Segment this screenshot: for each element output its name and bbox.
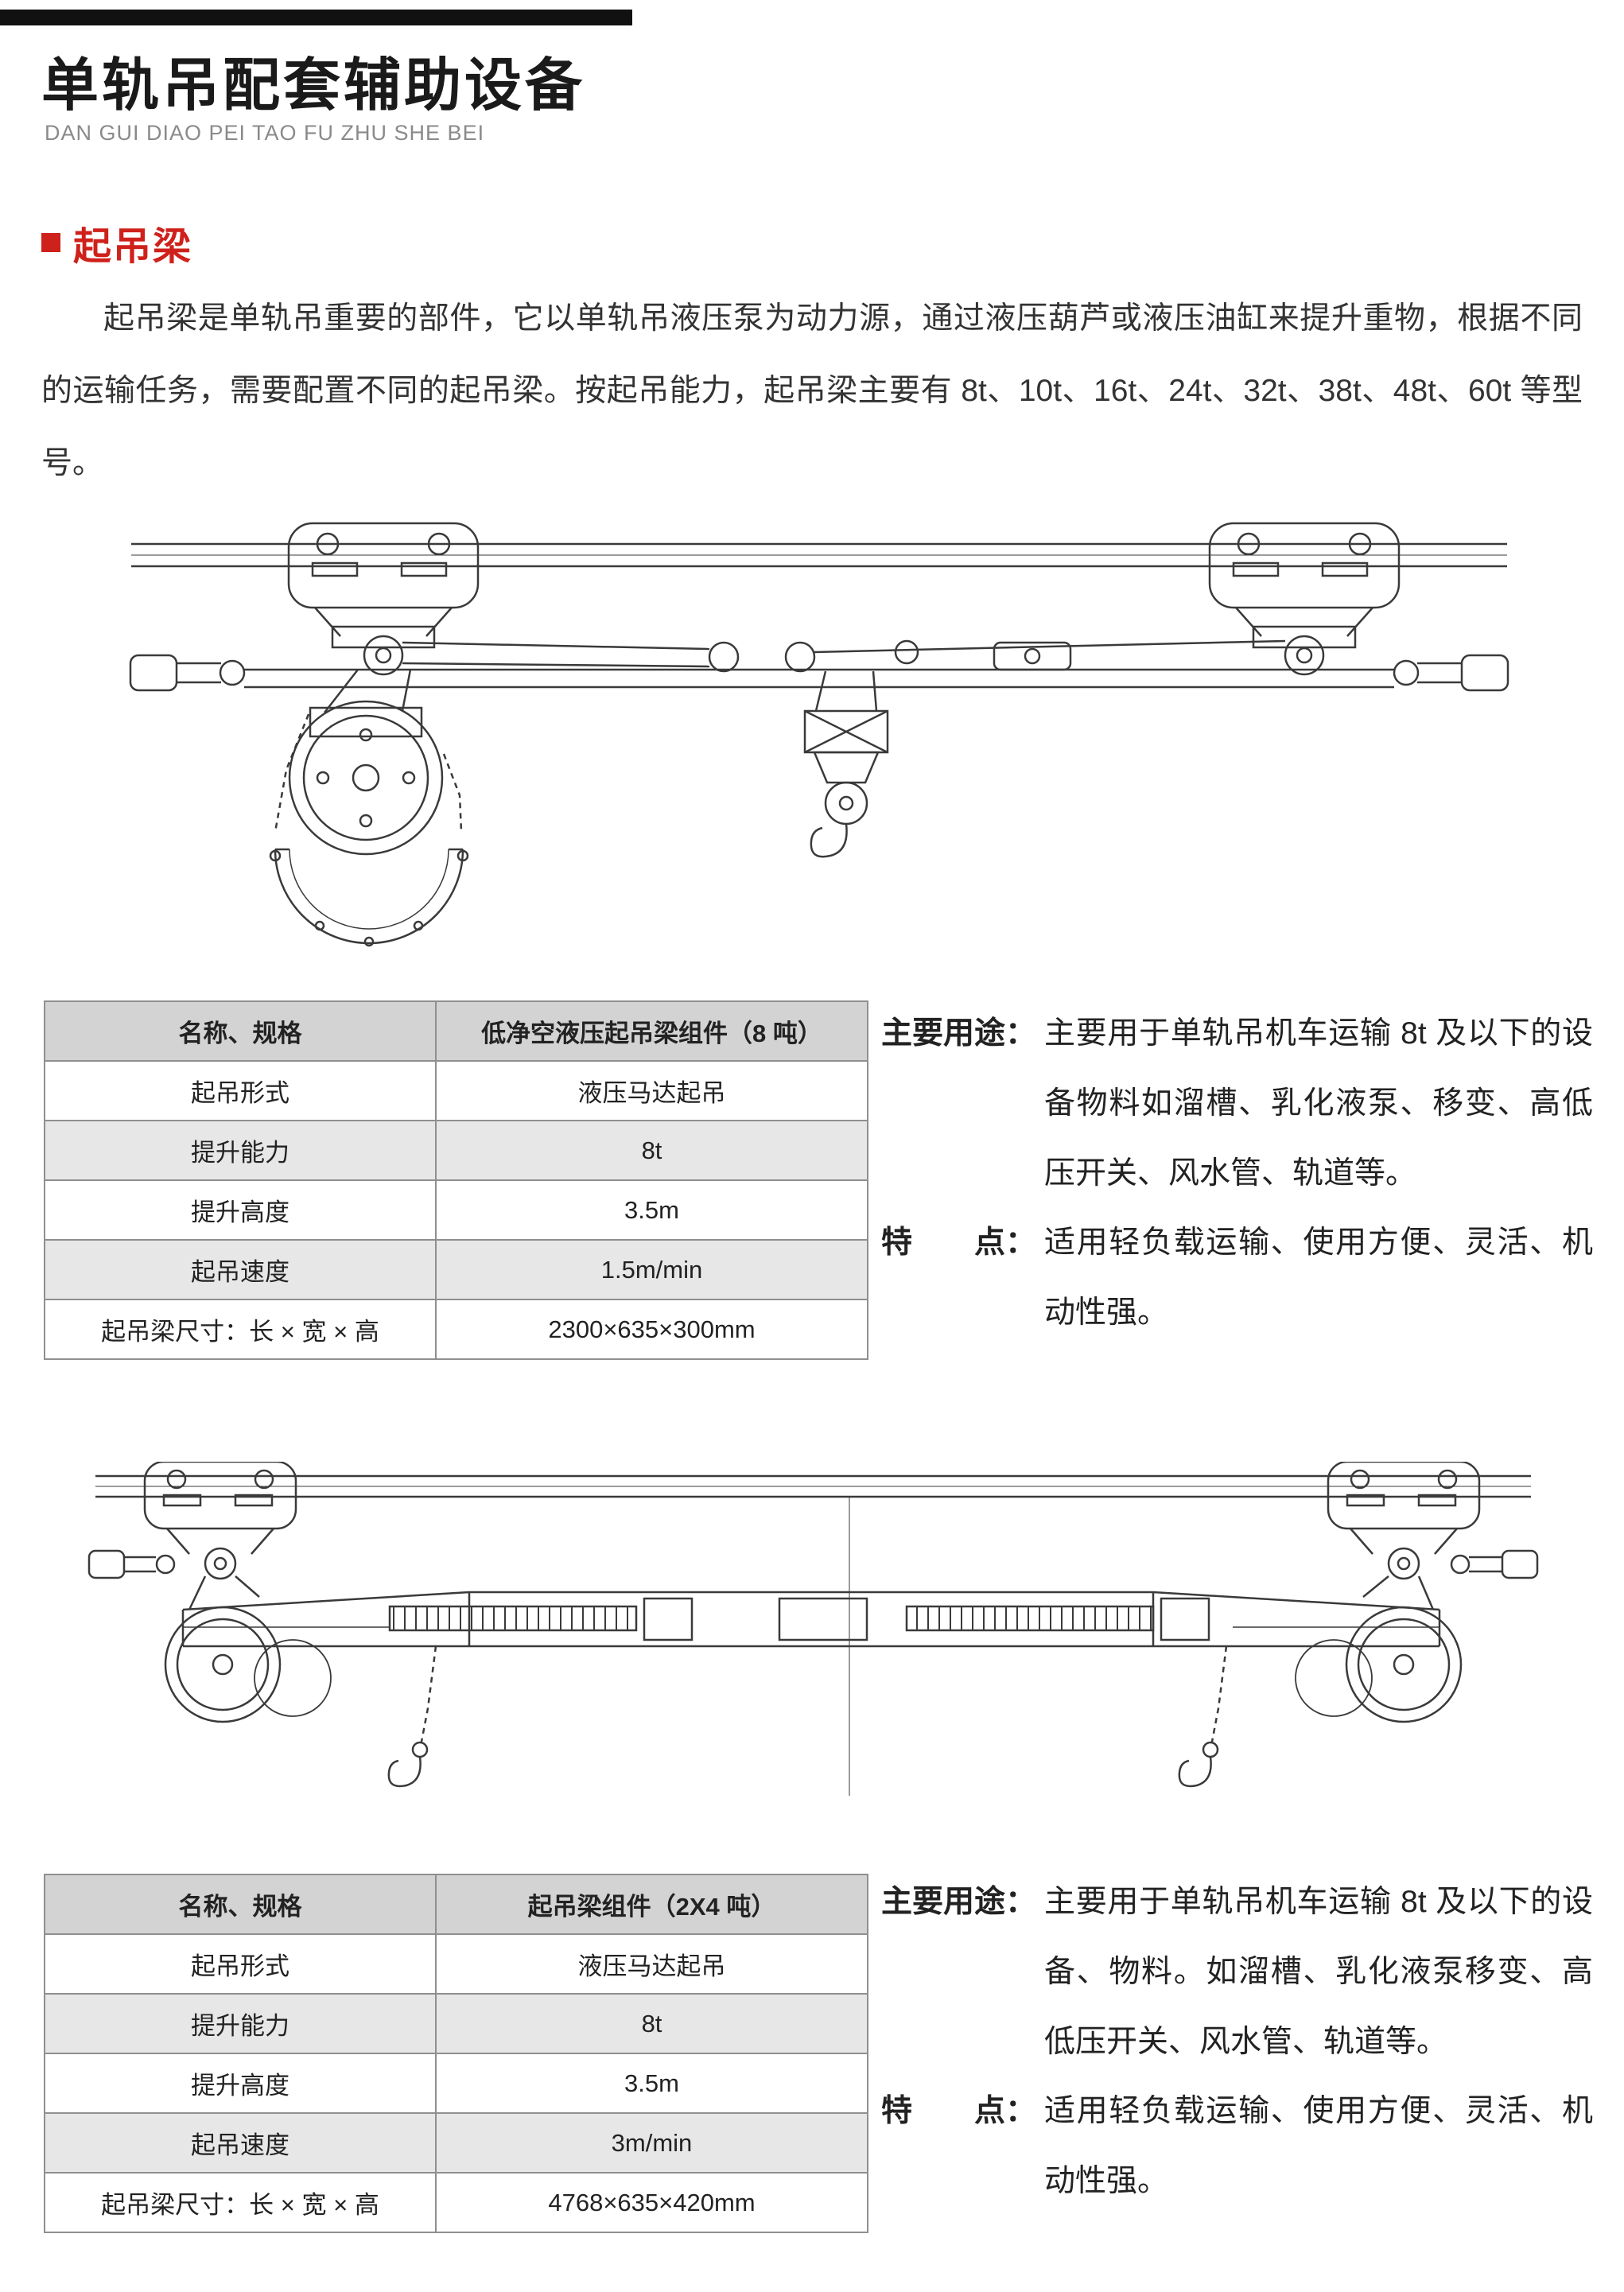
feature-label: 特 点： <box>881 1226 1037 1261</box>
section-heading: 起吊梁 <box>41 215 192 270</box>
table-header-name: 名称、规格 <box>44 1000 437 1062</box>
row-label: 提升高度 <box>44 1179 437 1241</box>
row-label: 起吊形式 <box>44 1933 437 1995</box>
section-heading-text: 起吊梁 <box>73 226 193 268</box>
row-label: 提升能力 <box>44 1993 437 2054</box>
feature-row: 特 点： 适用轻负载运输、使用方便、灵活、机动性强。 <box>881 2076 1593 2216</box>
row-value: 4768×635×420mm <box>435 2172 868 2233</box>
table-header-model: 低净空液压起吊梁组件（8 吨） <box>435 1000 868 1062</box>
telescopic-beam <box>183 1576 1439 1646</box>
right-hoist-drum <box>1296 1607 1461 1722</box>
table-header-name: 名称、规格 <box>44 1874 437 1935</box>
red-square-bullet-icon <box>41 233 60 252</box>
hoist-drum <box>289 670 442 854</box>
table-row: 起吊速度 3m/min <box>44 2112 868 2174</box>
usage-label: 主要用途： <box>881 1016 1037 1051</box>
usage-row: 主要用途： 主要用于单轨吊机车运输 8t 及以下的设备、物料。如溜槽、乳化液泵移… <box>881 1867 1593 2076</box>
feature-row: 特 点： 适用轻负载运输、使用方便、灵活、机动性强。 <box>881 1208 1593 1348</box>
beam-linkage <box>244 641 1394 687</box>
spec-table-2x4t: 名称、规格 起吊梁组件（2X4 吨） 起吊形式 液压马达起吊 提升能力 8t 提… <box>44 1874 868 2233</box>
info-block-1: 主要用途： 主要用于单轨吊机车运输 8t 及以下的设备物料如溜槽、乳化液泵、移变… <box>881 999 1593 1348</box>
right-trolley <box>1328 1462 1479 1579</box>
table-row: 提升高度 3.5m <box>44 2053 868 2114</box>
row-value: 液压马达起吊 <box>435 1060 868 1121</box>
row-value: 3.5m <box>435 2053 868 2114</box>
row-value: 1.5m/min <box>435 1239 868 1300</box>
usage-text: 主要用于单轨吊机车运输 8t 及以下的设备、物料。如溜槽、乳化液泵移变、高低压开… <box>1044 1885 1593 2059</box>
row-label: 起吊梁尺寸：长 × 宽 × 高 <box>44 2172 437 2233</box>
table-row: 起吊形式 液压马达起吊 <box>44 1933 868 1995</box>
table-row: 起吊梁尺寸：长 × 宽 × 高 2300×635×300mm <box>44 1299 868 1360</box>
left-end-shackle <box>130 655 244 690</box>
diagram-low-clearance-beam <box>119 515 1519 961</box>
diagram-2x4-beam <box>87 1462 1539 1820</box>
row-label: 提升高度 <box>44 2053 437 2114</box>
left-hoist-drum <box>165 1607 331 1722</box>
left-trolley <box>145 1462 296 1579</box>
page-title: 单轨吊配套辅助设备 <box>41 54 586 118</box>
row-value: 3m/min <box>435 2112 868 2174</box>
feature-text: 适用轻负载运输、使用方便、灵活、机动性强。 <box>1044 2094 1593 2198</box>
center-hook-block <box>805 671 888 857</box>
row-value: 3.5m <box>435 1179 868 1241</box>
lifting-beam-drawing-1 <box>119 515 1519 961</box>
table-row: 提升能力 8t <box>44 1993 868 2054</box>
table-row: 提升高度 3.5m <box>44 1179 868 1241</box>
right-trolley <box>1210 523 1399 674</box>
table-row: 起吊形式 液压马达起吊 <box>44 1060 868 1121</box>
spec-table-8t: 名称、规格 低净空液压起吊梁组件（8 吨） 起吊形式 液压马达起吊 提升能力 8… <box>44 1000 868 1360</box>
left-end-shackle <box>89 1551 174 1578</box>
lifting-chain <box>275 714 461 832</box>
feature-text: 适用轻负载运输、使用方便、灵活、机动性强。 <box>1044 1226 1593 1330</box>
left-chain-hook <box>389 1646 436 1786</box>
table-header-model: 起吊梁组件（2X4 吨） <box>435 1874 868 1935</box>
right-end-shackle <box>1394 655 1508 690</box>
usage-text: 主要用于单轨吊机车运输 8t 及以下的设备物料如溜槽、乳化液泵、移变、高低压开关… <box>1044 1016 1593 1191</box>
row-value: 液压马达起吊 <box>435 1933 868 1995</box>
table-header-row: 名称、规格 起吊梁组件（2X4 吨） <box>44 1874 868 1935</box>
table-row: 起吊梁尺寸：长 × 宽 × 高 4768×635×420mm <box>44 2172 868 2233</box>
usage-label: 主要用途： <box>881 1885 1037 1919</box>
row-value: 8t <box>435 1120 868 1181</box>
info-block-2: 主要用途： 主要用于单轨吊机车运输 8t 及以下的设备、物料。如溜槽、乳化液泵移… <box>881 1867 1593 2216</box>
table-row: 起吊速度 1.5m/min <box>44 1239 868 1300</box>
row-label: 提升能力 <box>44 1120 437 1181</box>
feature-label: 特 点： <box>881 2094 1037 2129</box>
row-label: 起吊速度 <box>44 2112 437 2174</box>
sling-guard-arc <box>270 849 468 946</box>
right-end-shackle <box>1451 1551 1537 1578</box>
row-label: 起吊速度 <box>44 1239 437 1300</box>
page-pinyin: DAN GUI DIAO PEI TAO FU ZHU SHE BEI <box>45 121 485 145</box>
table-row: 提升能力 8t <box>44 1120 868 1181</box>
lifting-beam-drawing-2 <box>87 1462 1539 1820</box>
usage-row: 主要用途： 主要用于单轨吊机车运输 8t 及以下的设备物料如溜槽、乳化液泵、移变… <box>881 999 1593 1208</box>
row-label: 起吊梁尺寸：长 × 宽 × 高 <box>44 1299 437 1360</box>
left-trolley <box>289 523 478 674</box>
row-value: 2300×635×300mm <box>435 1299 868 1360</box>
intro-paragraph: 起吊梁是单轨吊重要的部件，它以单轨吊液压泵为动力源，通过液压葫芦或液压油缸来提升… <box>41 301 1583 480</box>
row-label: 起吊形式 <box>44 1060 437 1121</box>
monorail-track <box>95 1476 1531 1497</box>
right-chain-hook <box>1179 1646 1226 1786</box>
top-accent-bar <box>0 10 632 25</box>
row-value: 8t <box>435 1993 868 2054</box>
table-header-row: 名称、规格 低净空液压起吊梁组件（8 吨） <box>44 1000 868 1062</box>
